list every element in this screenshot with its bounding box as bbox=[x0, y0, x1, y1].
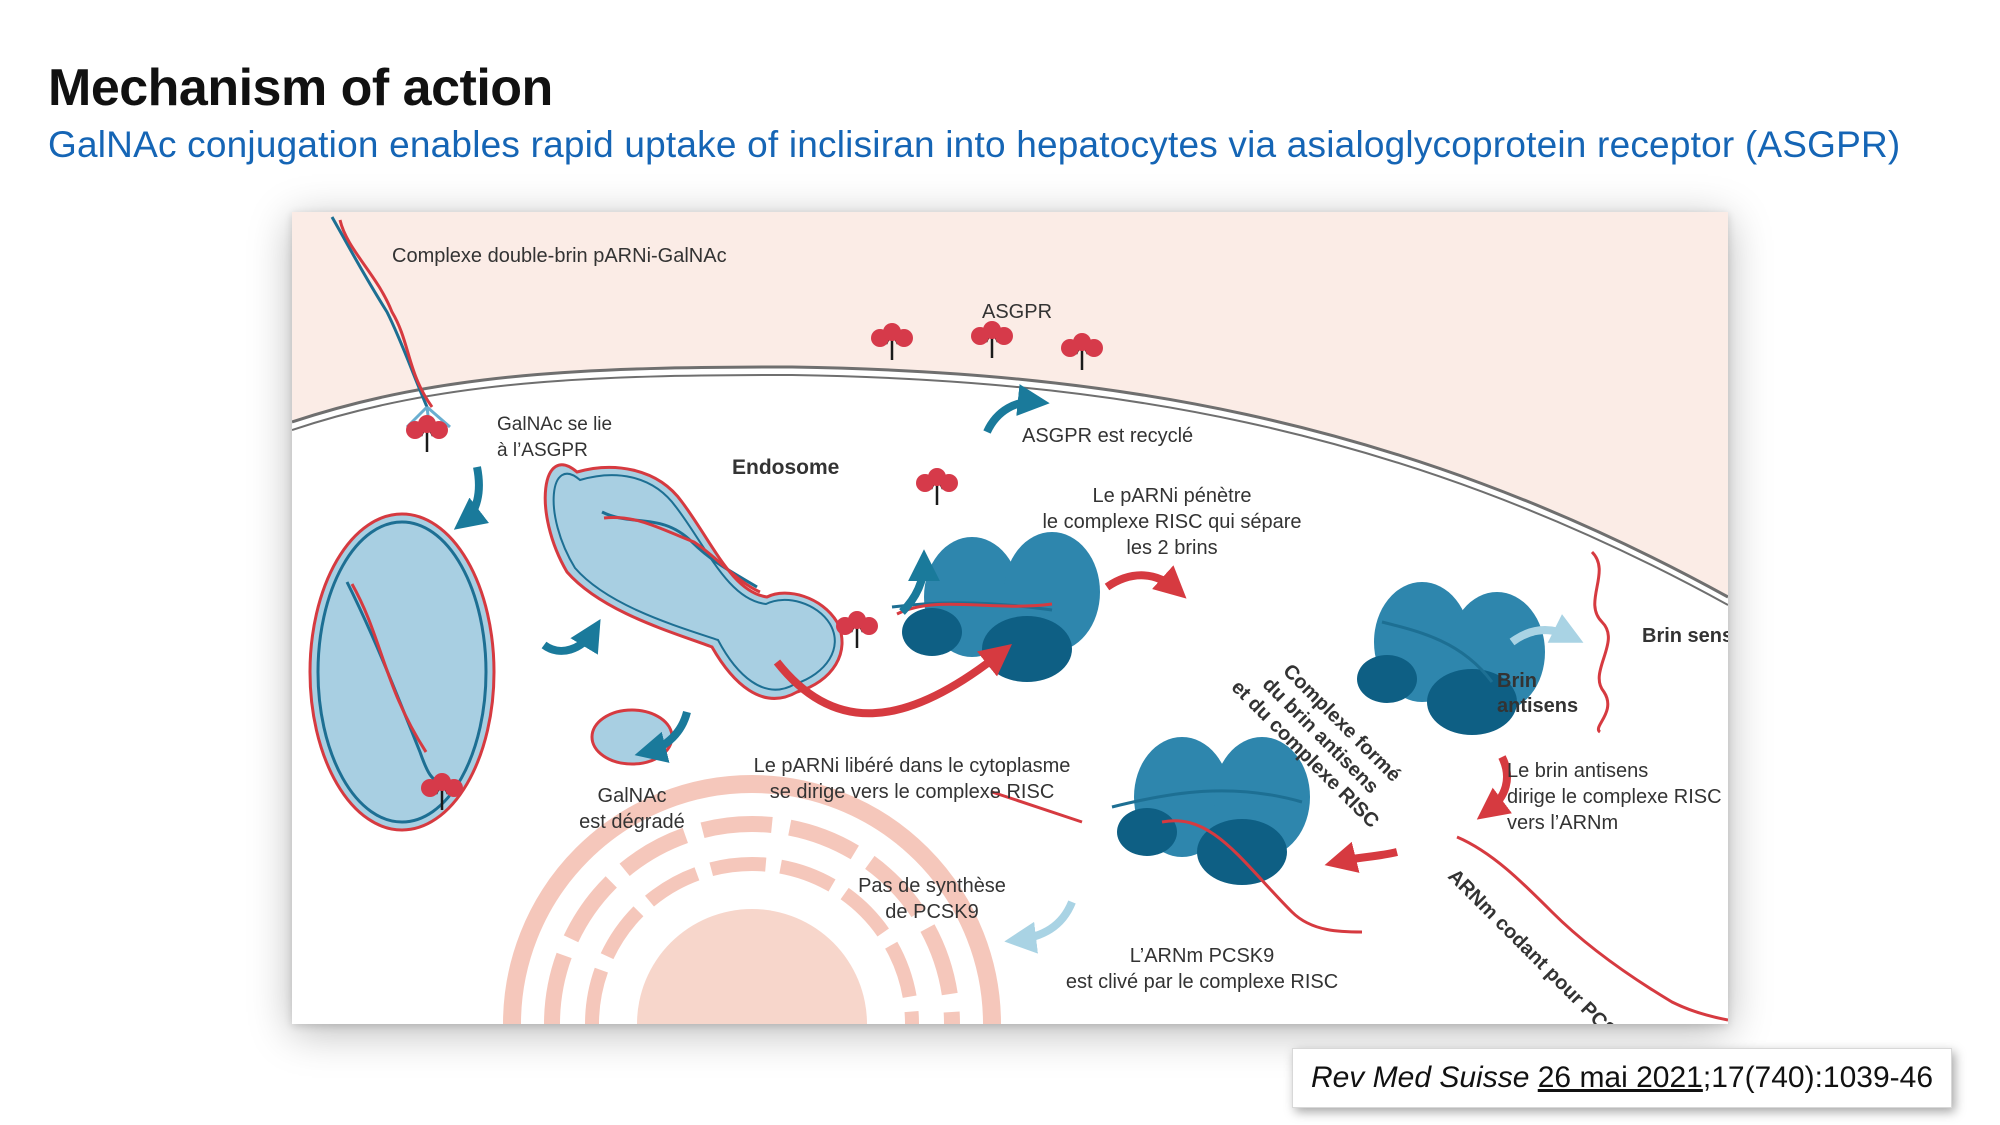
label-clive-2: est clivé par le complexe RISC bbox=[1066, 971, 1338, 993]
label-asgpr: ASGPR bbox=[982, 301, 1052, 323]
risc-complex-2 bbox=[1357, 582, 1545, 735]
label-dirige-2: dirige le complexe RISC bbox=[1507, 786, 1722, 808]
label-clive-1: L’ARNm PCSK9 bbox=[1130, 945, 1275, 967]
citation-date-link[interactable]: 26 mai 2021 bbox=[1537, 1061, 1703, 1094]
label-galnac-degrade-2: est dégradé bbox=[579, 811, 685, 833]
cell-membrane-outer bbox=[292, 365, 1728, 599]
label-dirige-3: vers l’ARNm bbox=[1507, 812, 1618, 834]
endosome bbox=[543, 463, 844, 700]
label-galnac-se-lie-1: GalNAc se lie bbox=[497, 414, 612, 435]
label-asgpr-recycle: ASGPR est recyclé bbox=[1022, 425, 1193, 447]
label-penetre-3: les 2 brins bbox=[1126, 537, 1217, 559]
label-pas-synthese-1: Pas de synthèse bbox=[858, 875, 1006, 897]
label-penetre-2: le complexe RISC qui sépare bbox=[1042, 511, 1301, 533]
label-complexe-double-brin: Complexe double-brin pARNi-GalNAc bbox=[392, 245, 727, 267]
slide-subtitle: GalNAc conjugation enables rapid uptake … bbox=[48, 124, 1901, 165]
cell-membrane-inner bbox=[292, 373, 1728, 606]
label-libere-1: Le pARNi libéré dans le cytoplasme bbox=[754, 755, 1071, 777]
label-brin-sens: Brin sens bbox=[1642, 625, 1728, 647]
sirna-galnac-complex bbox=[330, 216, 451, 454]
degraded-vesicle bbox=[590, 708, 674, 766]
sense-strand bbox=[1590, 550, 1610, 734]
label-dirige-1: Le brin antisens bbox=[1507, 760, 1648, 782]
mrna-fragment bbox=[991, 790, 1083, 824]
slide-title: Mechanism of action bbox=[48, 59, 553, 117]
extracellular-region bbox=[292, 212, 1728, 597]
early-endosome bbox=[308, 512, 496, 832]
label-pas-synthese-2: de PCSK9 bbox=[885, 901, 978, 923]
mechanism-diagram: Complexe double-brin pARNi-GalNAc ASGPR … bbox=[292, 212, 1728, 1024]
citation-journal: Rev Med Suisse bbox=[1310, 1061, 1530, 1094]
label-penetre-1: Le pARNi pénètre bbox=[1093, 485, 1252, 507]
citation-details: ;17(740):1039-46 bbox=[1702, 1061, 1934, 1094]
mrna-pcsk9-strand bbox=[1456, 835, 1728, 1022]
label-galnac-se-lie-2: à l’ASGPR bbox=[497, 440, 588, 461]
label-galnac-degrade-1: GalNAc bbox=[598, 785, 667, 807]
nucleus bbox=[503, 775, 1001, 1024]
label-libere-2: se dirige vers le complexe RISC bbox=[770, 781, 1055, 803]
label-brin-antisens-1: Brin bbox=[1497, 670, 1537, 692]
label-endosome: Endosome bbox=[732, 456, 839, 479]
citation-box: Rev Med Suisse 26 mai 2021;17(740):1039-… bbox=[1292, 1048, 1952, 1108]
label-brin-antisens-2: antisens bbox=[1497, 695, 1578, 717]
risc-complex-3 bbox=[1111, 737, 1363, 934]
